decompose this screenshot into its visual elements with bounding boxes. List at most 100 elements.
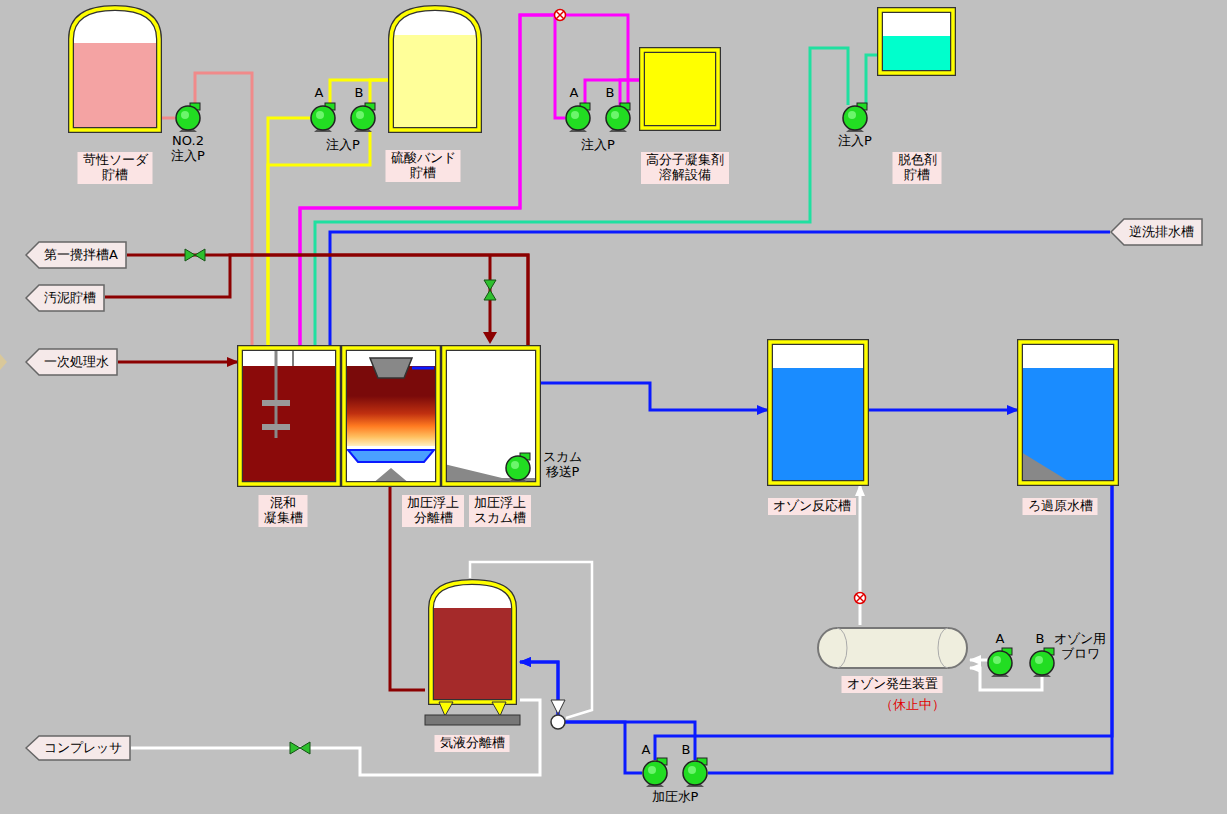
equipment-label: 加圧浮上 分離槽 — [402, 495, 464, 527]
shape-part — [642, 50, 718, 128]
equipment-label: オゾン発生装置 — [842, 676, 943, 693]
shape-part — [551, 700, 565, 714]
sep-shape — [342, 346, 440, 486]
shape-part — [391, 8, 479, 130]
shape-part — [344, 348, 438, 484]
pipe-line — [585, 80, 640, 105]
pump-shape — [175, 105, 201, 131]
ftank-shape — [1018, 340, 1118, 485]
shape-part — [1035, 656, 1043, 664]
pump-shape — [642, 760, 668, 786]
shape-part — [26, 736, 130, 760]
shape-part — [71, 8, 159, 130]
shape-part — [511, 461, 519, 469]
pump-node: A — [987, 650, 1013, 676]
pipe-line — [520, 662, 695, 760]
shape-part — [348, 450, 434, 462]
shape-part — [856, 594, 864, 602]
pump-node: A — [565, 105, 591, 131]
shape-part — [551, 715, 565, 729]
shape-part — [556, 11, 564, 19]
pump-shape — [565, 105, 591, 131]
shape-part — [993, 656, 1001, 664]
equipment-label: 加圧水P — [652, 790, 699, 805]
shape-part — [71, 8, 159, 130]
equipment-label: A — [642, 743, 651, 758]
shape-part — [492, 702, 506, 716]
shape-part — [444, 348, 538, 484]
shape-part — [880, 10, 953, 73]
tag-node: コンプレッサ — [25, 735, 131, 761]
shape-part — [370, 358, 412, 378]
shape-part — [300, 742, 310, 754]
shape-part — [484, 280, 496, 290]
shape-part — [1111, 219, 1202, 245]
pump-shape — [842, 105, 868, 131]
shape-part — [855, 593, 866, 604]
shape-part — [770, 342, 866, 483]
pipe-line — [520, 662, 642, 773]
scum-node: 加圧浮上 スカム槽スカム 移送P — [442, 346, 540, 486]
equipment-label: 注入P — [326, 138, 360, 153]
tag-label: 第一攪拌槽A — [25, 246, 127, 264]
pipe-line — [370, 80, 388, 105]
shape-part — [555, 10, 566, 21]
shape-part — [856, 594, 864, 602]
shape-part — [881, 36, 952, 72]
equipment-label: 硫酸バンド 貯槽 — [386, 150, 461, 182]
shape-part — [71, 8, 159, 130]
mix-node: 混和 凝集槽 — [238, 346, 340, 486]
pump-shape — [605, 105, 631, 131]
shape-part — [611, 111, 619, 119]
shape-part — [1020, 342, 1116, 483]
pump-node: スカム 移送P — [505, 455, 531, 481]
shape-part — [240, 348, 338, 484]
pipe-line — [970, 659, 987, 662]
gate-valve — [290, 742, 310, 754]
tag-node: 汚泥貯槽 — [25, 284, 105, 312]
shape-part — [351, 106, 375, 130]
box-node: 高分子凝集剤 溶解設備 — [640, 48, 720, 130]
tag-label: コンプレッサ — [25, 739, 131, 757]
tag-label: 汚泥貯槽 — [25, 289, 105, 307]
pump-node: B — [350, 105, 376, 131]
edge-marker — [0, 354, 7, 370]
shape-part — [391, 8, 479, 130]
tank-shape — [388, 5, 482, 132]
pipe-line — [162, 117, 175, 120]
shape-part — [770, 342, 866, 483]
shape-part — [425, 715, 520, 725]
shape-part — [770, 342, 866, 483]
pump-node: NO.2 注入P — [175, 105, 201, 131]
vessel-shape — [425, 578, 520, 726]
tag-label: 一次処理水 — [25, 353, 118, 371]
pump-node: B — [605, 105, 631, 131]
shape-part — [643, 52, 717, 127]
equipment-label: （休止中） — [880, 698, 945, 713]
shape-part — [344, 396, 438, 446]
gen-node: オゾン発生装置（休止中） — [815, 625, 970, 670]
shape-part — [571, 111, 579, 119]
shape-part — [392, 35, 478, 129]
tag-node: 逆洗排水槽 — [1110, 218, 1203, 246]
shape-part — [880, 10, 953, 73]
shape-part — [431, 582, 514, 702]
shape-part — [1020, 342, 1116, 483]
shape-part — [290, 742, 300, 754]
shape-part — [26, 285, 104, 311]
pipe-line — [866, 55, 878, 105]
otank-shape — [768, 340, 868, 485]
shape-part — [848, 111, 856, 119]
pipe-line — [118, 361, 238, 364]
box-shape — [640, 48, 720, 130]
shape-part — [837, 628, 847, 668]
closed-valve — [855, 593, 866, 604]
shape-part — [1030, 651, 1054, 675]
pump-node: 注入P — [842, 105, 868, 131]
shape-part — [412, 367, 434, 370]
shape-part — [938, 628, 948, 668]
shape-part — [770, 342, 866, 368]
equipment-label: NO.2 注入P — [171, 134, 205, 164]
pipe-line — [131, 700, 540, 775]
gen-shape — [815, 625, 970, 670]
